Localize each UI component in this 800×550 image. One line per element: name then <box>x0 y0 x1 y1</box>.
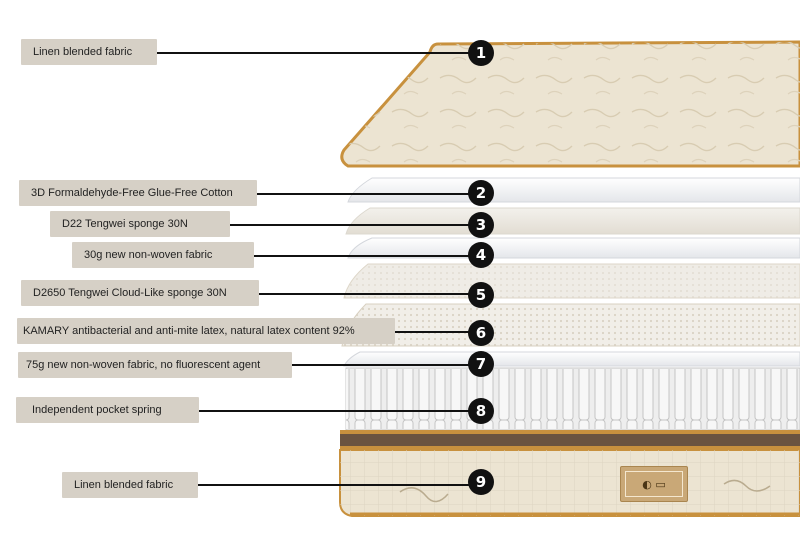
callout-label: Independent pocket spring <box>16 397 199 423</box>
leader-line <box>259 293 470 295</box>
number-badge: 7 <box>468 351 494 377</box>
layer-2-cotton <box>347 177 800 203</box>
callout-label: Linen blended fabric <box>21 39 157 65</box>
callout-label: Linen blended fabric <box>62 472 198 498</box>
number-badge: 8 <box>468 398 494 424</box>
callout-label: D2650 Tengwei Cloud-Like sponge 30N <box>21 280 259 306</box>
number-badge: 9 <box>468 469 494 495</box>
callout-label: KAMARY antibacterial and anti-mite latex… <box>17 318 395 344</box>
leader-line <box>291 364 470 366</box>
leader-line <box>156 52 470 54</box>
leader-line <box>197 484 470 486</box>
layer-4-nonwoven <box>347 237 800 259</box>
leader-line <box>394 331 470 333</box>
callout-label: 75g new non-woven fabric, no fluorescent… <box>18 352 292 378</box>
brand-plate-logo: ◐ ▭ <box>620 466 688 502</box>
leader-line <box>230 224 470 226</box>
number-badge: 5 <box>468 282 494 308</box>
layer-7-nonwoven <box>343 351 800 367</box>
number-badge: 2 <box>468 180 494 206</box>
number-badge: 3 <box>468 212 494 238</box>
callout-label: D22 Tengwei sponge 30N <box>50 211 230 237</box>
brand-plate-mark: ◐ ▭ <box>625 471 683 497</box>
layer-3-sponge <box>345 207 800 235</box>
callout-label: 30g new non-woven fabric <box>72 242 254 268</box>
leader-line <box>256 193 470 195</box>
callout-label: 3D Formaldehyde-Free Glue-Free Cotton <box>19 180 257 206</box>
leader-line <box>254 255 470 257</box>
number-badge: 1 <box>468 40 494 66</box>
number-badge: 6 <box>468 320 494 346</box>
number-badge: 4 <box>468 242 494 268</box>
leader-line <box>198 410 470 412</box>
